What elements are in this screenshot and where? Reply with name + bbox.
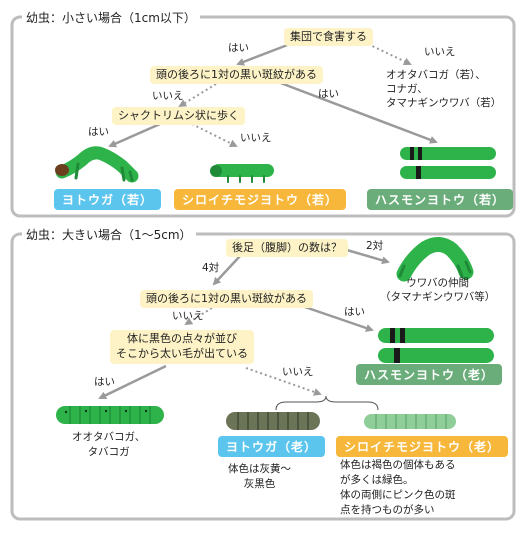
arrow-l-q2-no	[184, 307, 213, 326]
result-text: オオタバコガ（若）、 コナガ、 タマナギンウワバ（若）	[386, 69, 502, 110]
section-small-title: 幼虫：小さい場合（1cm以下）	[22, 9, 200, 26]
section-large-frame	[10, 232, 516, 521]
caterpillar-icon	[400, 147, 496, 179]
species-note: 体色は灰黄～ 灰黒色	[228, 463, 291, 491]
species-note: 体色は褐色の個体もある が多くは緑色。 体の両側にピンク色の斑 点を持つものが多…	[340, 459, 456, 516]
caterpillar-icon	[364, 414, 456, 429]
result-text: オオタバコガ、 タバコガ	[72, 431, 146, 459]
arrow-l-q3-yes	[98, 364, 167, 400]
answer-label: 4対	[202, 262, 220, 274]
question-box: 体に黒色の点々が並び そこから太い毛が出ている	[110, 330, 254, 364]
arrow-s-q1-no	[367, 43, 412, 66]
species-label: シロイチモジヨトウ（若）	[174, 189, 347, 210]
result-text: ウワバの仲間 （タマナギンウワバ等）	[380, 277, 496, 304]
caterpillar-icon	[210, 164, 274, 183]
arrow-s-q2-no	[178, 83, 217, 108]
caterpillar-icon	[226, 412, 320, 430]
answer-yes-label: はい	[88, 126, 109, 138]
answer-yes-label: はい	[94, 376, 115, 388]
species-label: ハスモンヨトウ（老）	[356, 364, 503, 385]
question-box: 集団で食害する	[284, 28, 373, 47]
arrow-l-q1-2	[339, 246, 390, 265]
answer-yes-label: はい	[228, 42, 249, 54]
question-box: 頭の後ろに1対の黒い斑紋がある	[140, 290, 313, 309]
answer-no-label: いいえ	[424, 46, 456, 58]
arrow-s-q1-yes	[236, 42, 291, 66]
brace	[275, 395, 379, 411]
section-large-title: 幼虫：大きい場合（1～5cm）	[22, 226, 196, 243]
caterpillar-icon	[55, 146, 139, 183]
arrow-s-q3-no	[191, 123, 238, 147]
caterpillar-icon	[56, 406, 164, 424]
arrow-s-q3-yes	[108, 122, 161, 148]
section-small-frame	[10, 15, 516, 218]
answer-yes-label: はい	[318, 88, 339, 100]
question-box: 後足（腹脚）の数は？	[226, 239, 348, 258]
arrow-s-q2-yes	[277, 80, 438, 144]
caterpillar-icon	[396, 237, 474, 282]
question-box: 頭の後ろに1対の黒い斑紋がある	[150, 66, 323, 85]
caterpillar-icon	[378, 328, 494, 363]
arrow-l-q1-4	[212, 255, 241, 286]
species-label: シロイチモジヨトウ（老）	[336, 436, 509, 457]
species-label: ヨトウガ（若）	[54, 189, 162, 210]
answer-label: 2対	[366, 240, 384, 252]
arrow-l-q3-no	[245, 367, 322, 396]
species-label: ハスモンヨトウ（若）	[367, 189, 514, 210]
arrow-l-q2-yes	[301, 304, 374, 332]
answer-no-label: いいえ	[240, 132, 272, 144]
question-box: シャクトリムシ状に歩く	[112, 107, 245, 126]
species-label: ヨトウガ（老）	[218, 436, 326, 457]
answer-no-label: いいえ	[152, 90, 184, 102]
answer-yes-label: はい	[344, 306, 365, 318]
answer-no-label: いいえ	[282, 366, 314, 378]
answer-no-label: いいえ	[172, 310, 204, 322]
